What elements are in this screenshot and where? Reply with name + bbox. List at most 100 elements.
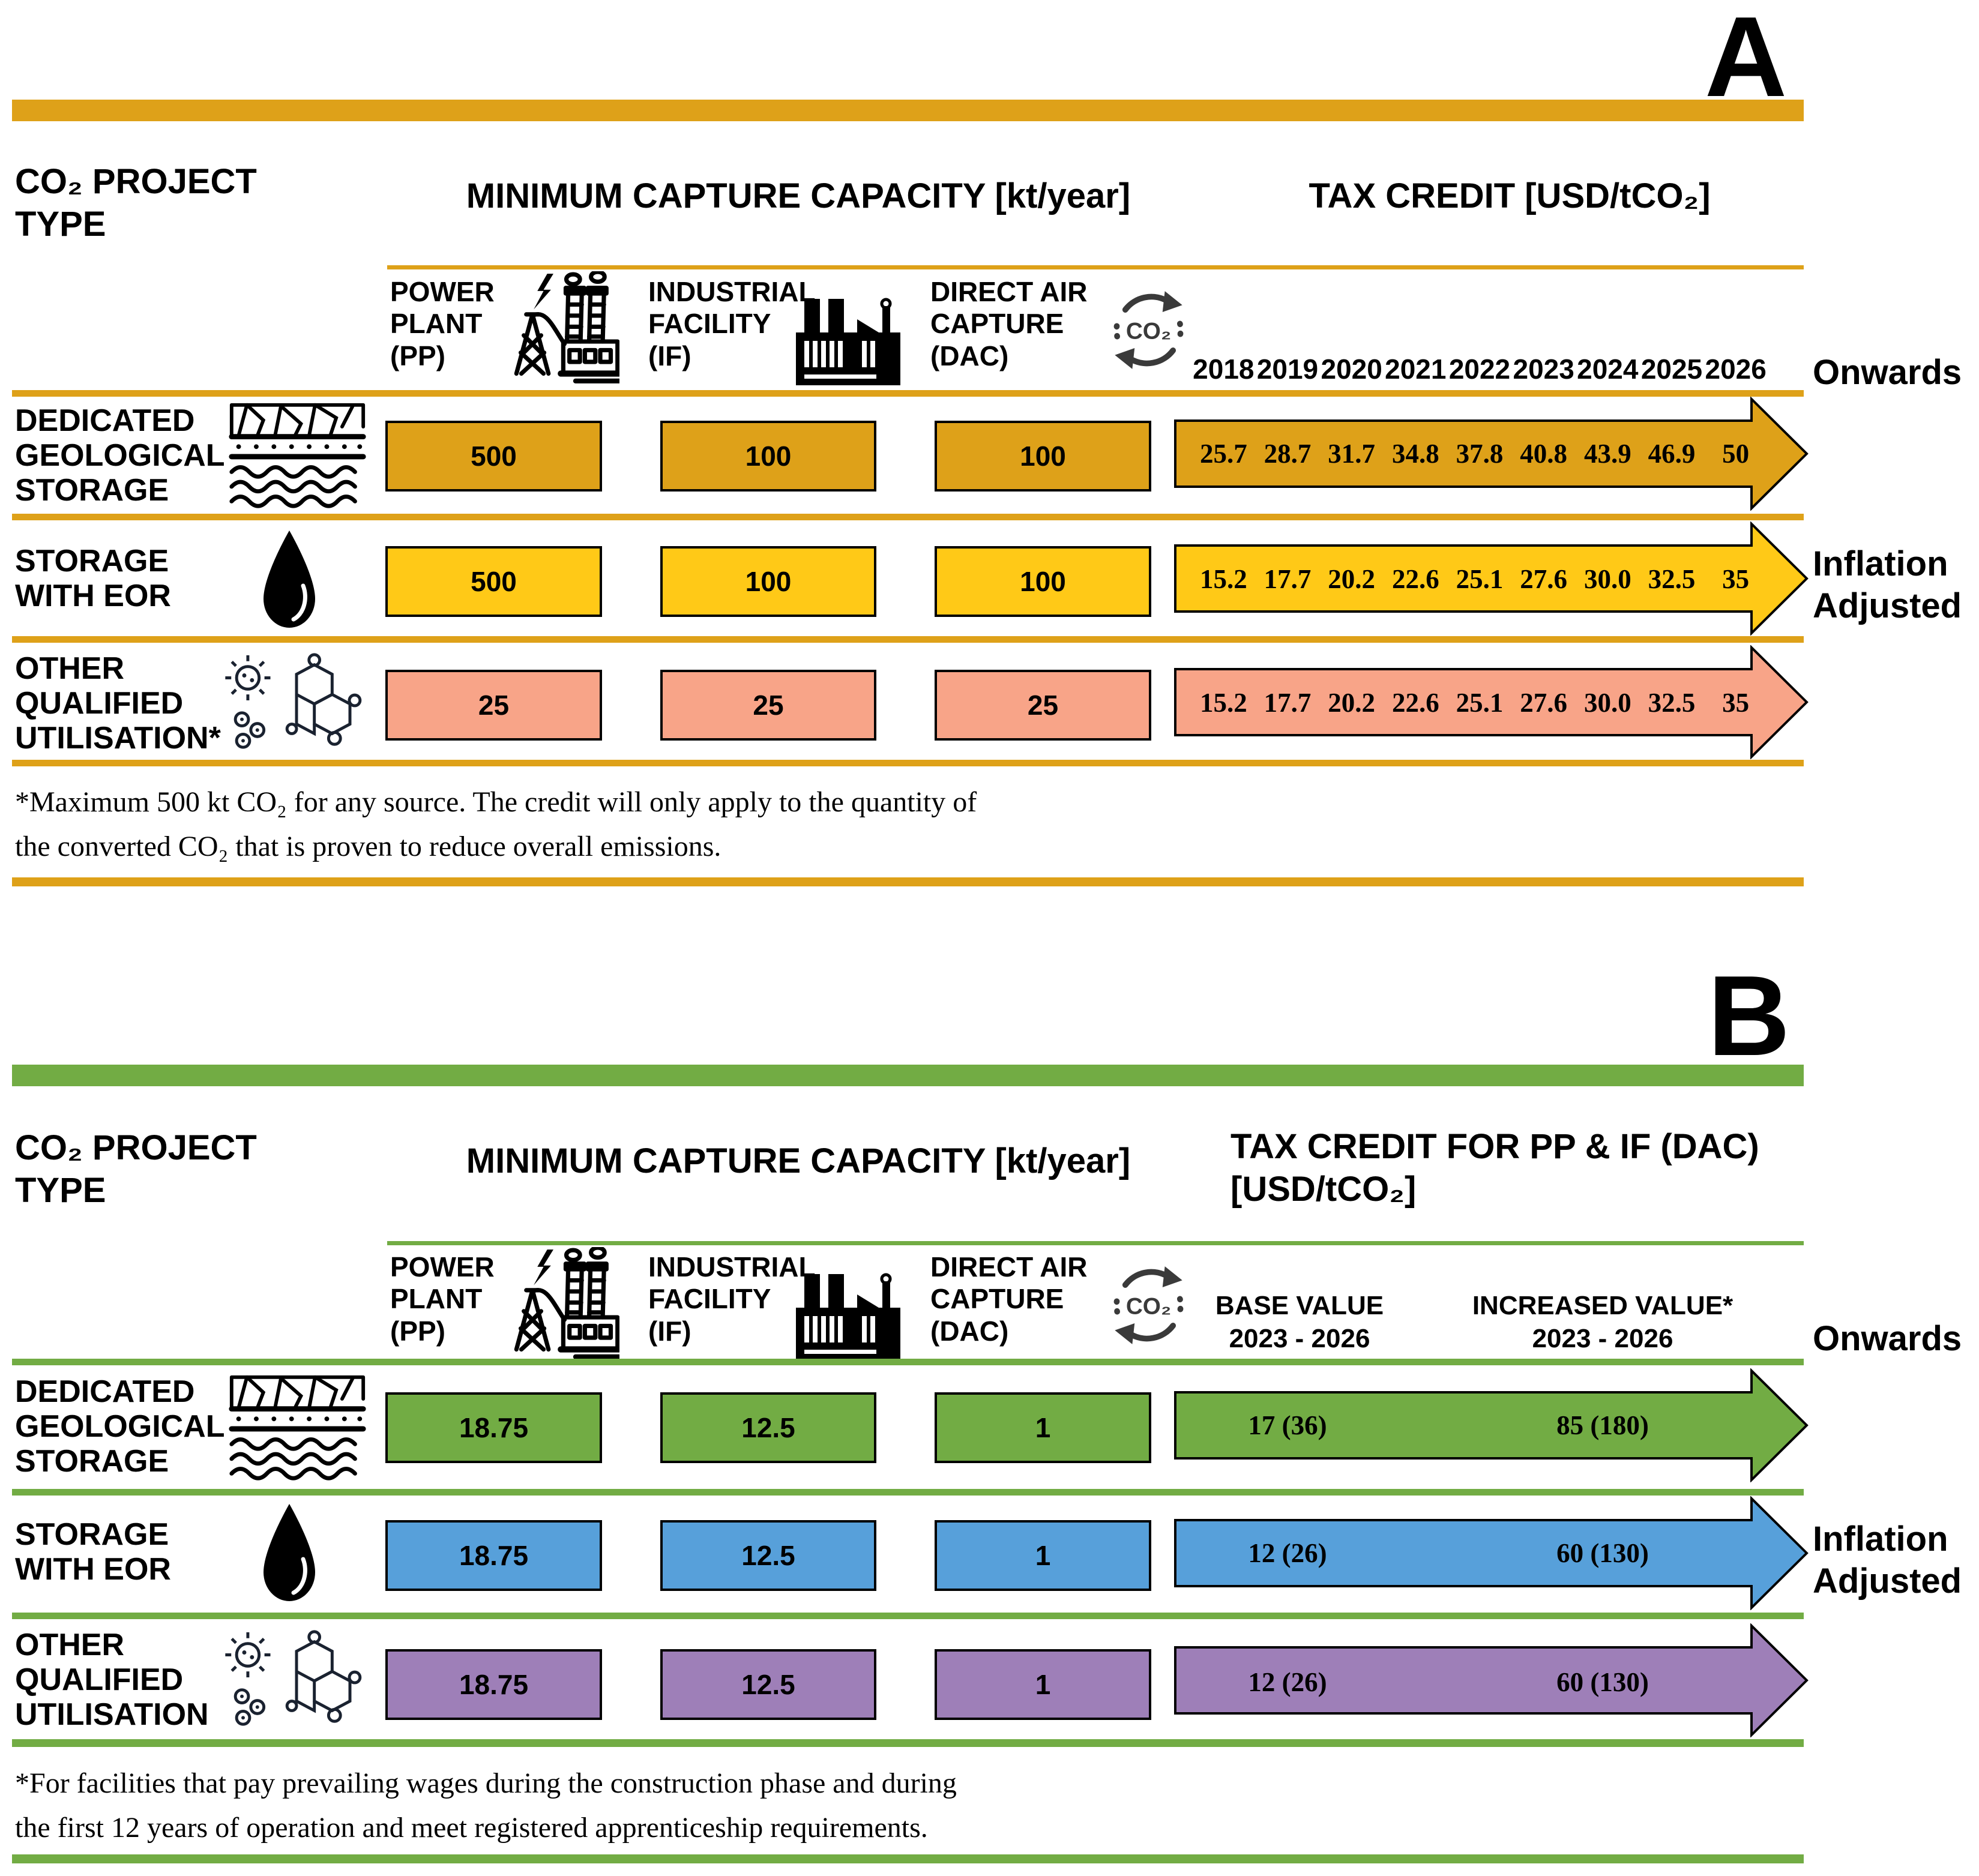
panel-a-subheader-line [387, 265, 1804, 269]
panel-b-inflation-adjusted-label: Inflation Adjusted [1813, 1520, 1962, 1601]
credit-value: 25.1 [1456, 688, 1504, 718]
capacity-cell-dac: 1 [935, 1392, 1151, 1463]
capacity-cell-dac: 1 [935, 1520, 1151, 1591]
row-label-other-qualified-utilisation: OTHER QUALIFIED UTILISATION* [15, 651, 221, 756]
year-label: 2025 [1640, 353, 1703, 385]
credit-value: 50 [1722, 439, 1750, 469]
oil-drop-icon [264, 1504, 315, 1601]
power-plant-icon [514, 1247, 619, 1359]
credit-value: 27.6 [1520, 564, 1568, 594]
industrial-facility-icon [796, 1273, 900, 1360]
capacity-value: 100 [1020, 440, 1066, 472]
credit-value: 35 [1722, 688, 1750, 718]
credit-value: 17.7 [1264, 564, 1312, 594]
increased-value: 60 (130) [1556, 1538, 1649, 1568]
tax-credit-arrow [1174, 397, 1809, 511]
divider [12, 636, 1804, 643]
geological-layers-icon [229, 403, 366, 508]
credit-value: 37.8 [1456, 439, 1504, 469]
oil-drop-icon [264, 531, 315, 628]
year-label: 2020 [1321, 353, 1382, 385]
year-label: 2024 [1577, 353, 1639, 385]
credit-value: 22.6 [1391, 564, 1439, 594]
credit-value: 40.8 [1520, 439, 1568, 469]
year-label: 2026 [1705, 353, 1767, 385]
credit-value: 27.6 [1520, 688, 1568, 718]
capacity-cell-if: 100 [660, 546, 876, 617]
molecule-microbe-icon [225, 653, 362, 749]
industrial-facility-icon [796, 298, 900, 385]
credit-value: 43.9 [1583, 439, 1631, 469]
co2-icon-label: CO₂ [1126, 1294, 1171, 1320]
panel-a-col-industrial-facility: INDUSTRIAL FACILITY (IF) [648, 276, 816, 371]
tax-credit-values: 15.2 17.7 20.2 22.6 25.1 27.6 30.0 32.5 … [1191, 670, 1768, 736]
co2-cycle-icon: CO₂ [1113, 291, 1184, 369]
panel-a-footnote: *Maximum 500 kt CO₂ for any source. The … [15, 786, 977, 863]
capacity-cell-pp: 18.75 [385, 1392, 602, 1463]
capacity-value: 1 [1035, 1412, 1051, 1443]
credit-value: 30.0 [1583, 688, 1631, 718]
panel-b-col-industrial-facility: INDUSTRIAL FACILITY (IF) [648, 1251, 816, 1347]
tax-credit-values: 15.2 17.7 20.2 22.6 25.1 27.6 30.0 32.5 … [1191, 546, 1768, 612]
capacity-value: 100 [1020, 566, 1066, 597]
capacity-value: 100 [745, 566, 792, 597]
panel-b-tax-credit-header: TAX CREDIT FOR PP & IF (DAC) [USD/tCO₂] [1230, 1127, 1759, 1209]
increased-value: 85 (180) [1556, 1410, 1649, 1440]
tax-credit-arrow [1174, 1623, 1809, 1737]
divider [12, 760, 1804, 766]
credit-value: 28.7 [1264, 439, 1312, 469]
base-value: 12 (26) [1248, 1667, 1327, 1697]
divider [12, 1613, 1804, 1619]
capacity-value: 25 [478, 690, 510, 721]
credit-value: 35 [1722, 564, 1750, 594]
capacity-value: 25 [1027, 690, 1059, 721]
capacity-value: 1 [1035, 1540, 1051, 1571]
panel-b-col-direct-air-capture: DIRECT AIR CAPTURE (DAC) [930, 1251, 1088, 1347]
row-label-dedicated-geological-storage: DEDICATED GEOLOGICAL STORAGE [15, 1374, 225, 1479]
molecule-microbe-icon [225, 1630, 362, 1726]
panel-a-year-headers: 2018 2019 2020 2021 2022 2023 2024 2025 … [1191, 336, 1768, 385]
row-label-dedicated-geological-storage: DEDICATED GEOLOGICAL STORAGE [15, 403, 225, 508]
divider [12, 390, 1804, 397]
capacity-value: 500 [471, 566, 517, 597]
year-label: 2019 [1256, 353, 1319, 385]
year-label: 2022 [1448, 353, 1511, 385]
credit-value: 46.9 [1648, 439, 1696, 469]
panel-a-top-bar [12, 100, 1804, 121]
panel-b-increased-value-header: INCREASED VALUE* 2023 - 2026 [1472, 1291, 1734, 1353]
capacity-value: 18.75 [459, 1669, 529, 1700]
tax-credit-arrow [1174, 522, 1809, 636]
tax-credit-values: 25.7 28.7 31.7 34.8 37.8 40.8 43.9 46.9 … [1191, 421, 1768, 487]
capacity-value: 12.5 [741, 1540, 795, 1571]
panel-a-capacity-header: MINIMUM CAPTURE CAPACITY [kt/year] [466, 176, 1131, 215]
credit-value: 32.5 [1648, 564, 1696, 594]
capacity-cell-dac: 100 [935, 421, 1151, 492]
capacity-cell-if: 100 [660, 421, 876, 492]
credit-value: 20.2 [1328, 688, 1376, 718]
panel-a-tax-credit-header: TAX CREDIT [USD/tCO₂] [1309, 176, 1711, 215]
capacity-value: 18.75 [459, 1540, 529, 1571]
panel-b-onwards-label: Onwards [1813, 1319, 1962, 1358]
capacity-cell-pp: 500 [385, 421, 602, 492]
credit-value: 25.7 [1199, 439, 1247, 469]
panel-a-col-direct-air-capture: DIRECT AIR CAPTURE (DAC) [930, 276, 1088, 371]
capacity-value: 18.75 [459, 1412, 529, 1443]
base-value: 17 (36) [1248, 1410, 1327, 1440]
divider [12, 1739, 1804, 1747]
capacity-cell-dac: 100 [935, 546, 1151, 617]
tax-credit-arrow [1174, 1368, 1809, 1482]
credit-value: 25.1 [1456, 564, 1504, 594]
capacity-cell-pp: 18.75 [385, 1649, 602, 1720]
capacity-cell-if: 25 [660, 670, 876, 741]
capacity-value: 12.5 [741, 1669, 795, 1700]
year-label: 2023 [1513, 353, 1574, 385]
capacity-cell-pp: 18.75 [385, 1520, 602, 1591]
capacity-value: 100 [745, 440, 792, 472]
co2-icon-label: CO₂ [1126, 319, 1171, 344]
power-plant-icon [514, 271, 619, 383]
credit-value: 32.5 [1648, 688, 1696, 718]
credit-value: 15.2 [1199, 688, 1247, 718]
panel-b-bottom-bar [12, 1854, 1804, 1863]
panel-a-inflation-adjusted-label: Inflation Adjusted [1813, 544, 1962, 625]
credit-value: 30.0 [1583, 564, 1631, 594]
